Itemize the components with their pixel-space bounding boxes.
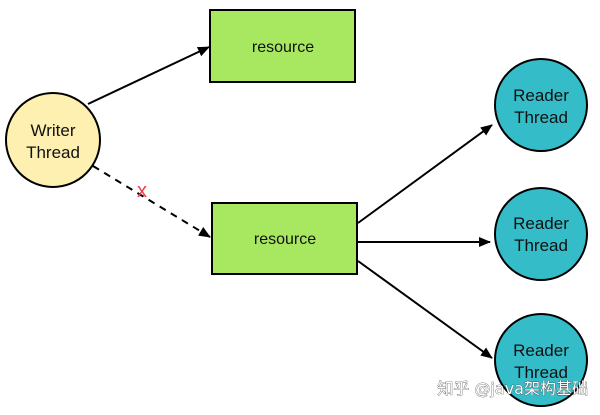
edge-writer-to-resource-top bbox=[87, 46, 210, 105]
resource-box-bottom: resource bbox=[211, 202, 358, 275]
reader-1-label-line1: Reader bbox=[513, 86, 569, 105]
resource-top-label: resource bbox=[252, 39, 314, 56]
resource-bottom-label: resource bbox=[254, 231, 316, 248]
writer-thread-label-line1: Writer bbox=[30, 121, 75, 140]
reader-thread-node-2: Reader Thread bbox=[494, 187, 588, 281]
reader-1-label-line2: Thread bbox=[514, 108, 568, 127]
watermark-text: 知乎 @java架构基础 bbox=[437, 379, 588, 398]
reader-thread-node-3: Reader Thread bbox=[494, 313, 588, 407]
edge-resource-to-reader-1 bbox=[357, 124, 493, 224]
reader-3-label-line2: Thread bbox=[514, 363, 568, 382]
blocked-cross-mark: x bbox=[137, 180, 147, 202]
edge-resource-to-reader-3 bbox=[357, 260, 493, 359]
edge-writer-to-resource-bottom-blocked bbox=[92, 165, 211, 238]
reader-thread-node-1: Reader Thread bbox=[494, 58, 588, 152]
reader-3-label-line1: Reader bbox=[513, 341, 569, 360]
reader-2-label-line1: Reader bbox=[513, 214, 569, 233]
reader-2-label-line2: Thread bbox=[514, 236, 568, 255]
resource-box-top: resource bbox=[209, 9, 356, 83]
writer-thread-label-line2: Thread bbox=[26, 143, 80, 162]
writer-thread-node: Writer Thread bbox=[5, 92, 101, 188]
